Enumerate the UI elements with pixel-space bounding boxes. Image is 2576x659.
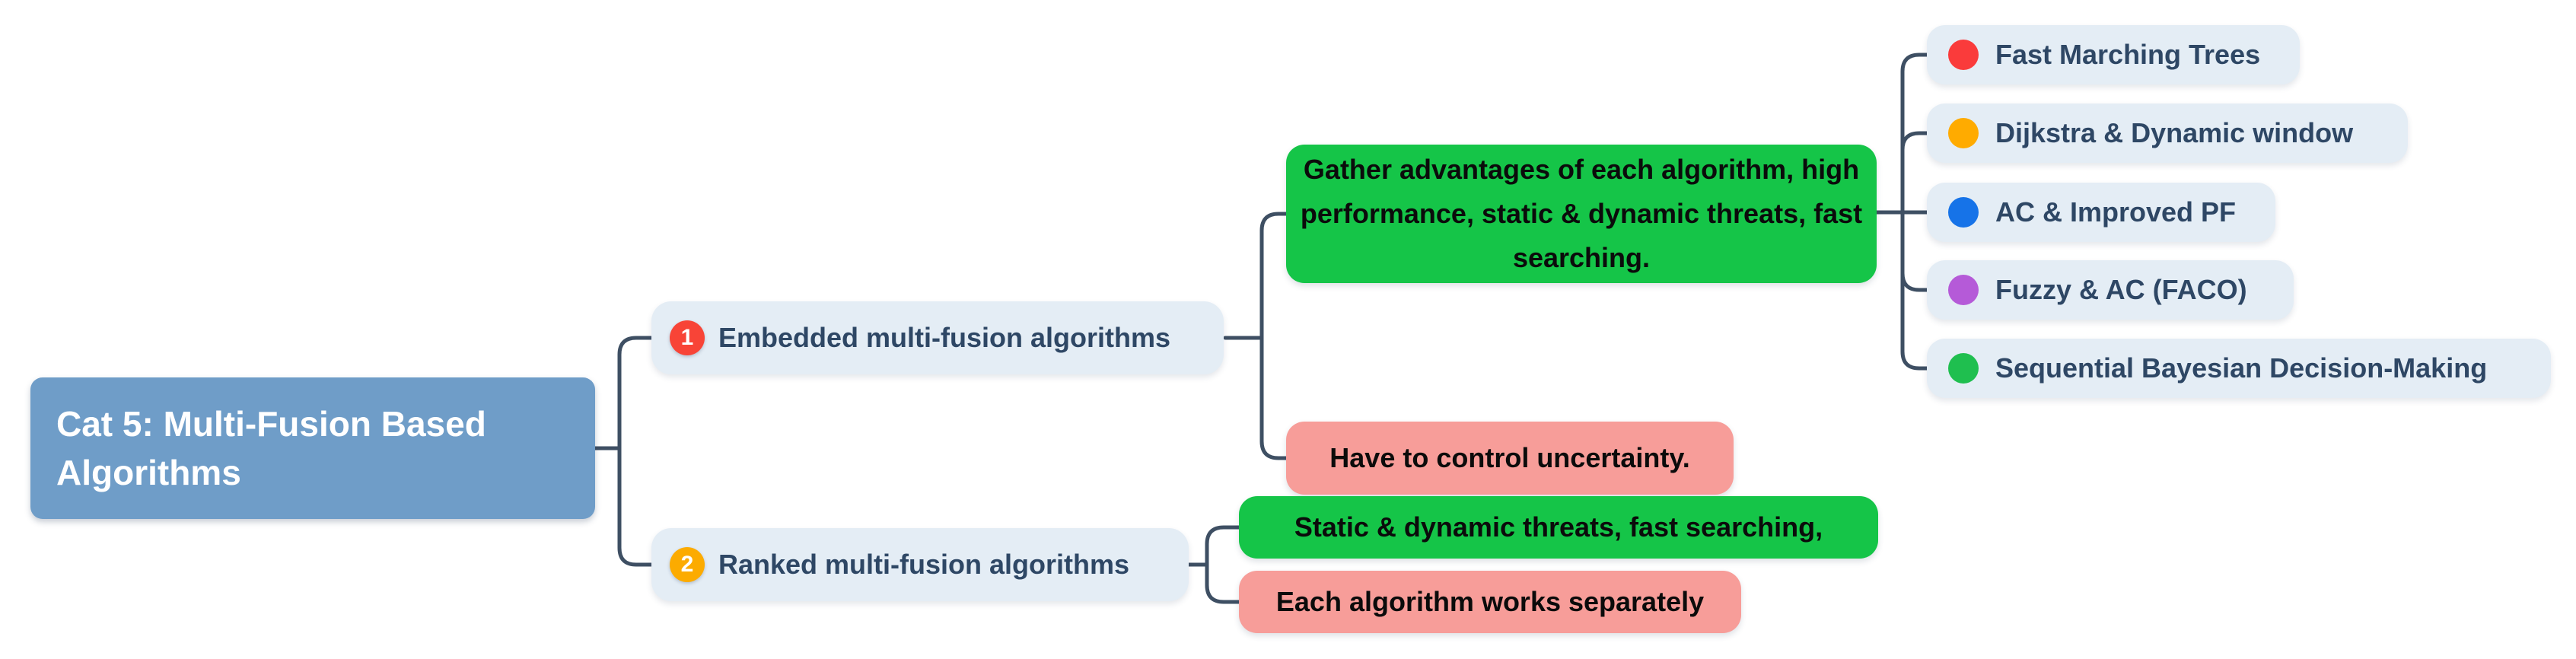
link-green1-leaf2: [1900, 131, 1931, 215]
link-green1-leaf1: [1900, 53, 1931, 215]
branch-label: Ranked multi-fusion algorithms: [718, 549, 1130, 580]
note-embedded-advantages[interactable]: Gather advantages of each algorithm, hig…: [1286, 145, 1877, 283]
leaf-dijkstra-dynamic-window[interactable]: Dijkstra & Dynamic window: [1927, 103, 2408, 163]
leaf-label: Sequential Bayesian Decision-Making: [1995, 352, 2488, 384]
note-embedded-drawback[interactable]: Have to control uncertainty.: [1286, 422, 1734, 495]
branch-label: Embedded multi-fusion algorithms: [718, 322, 1171, 353]
leaf-fuzzy-ac-faco[interactable]: Fuzzy & AC (FACO): [1927, 260, 2294, 320]
priority-1-badge-icon: 1: [670, 320, 705, 355]
link-green1-leaf4: [1900, 210, 1931, 292]
blue-dot-icon: [1948, 197, 1979, 228]
note-ranked-drawback[interactable]: Each algorithm works separately: [1239, 571, 1741, 633]
leaf-label: Fast Marching Trees: [1995, 39, 2261, 70]
purple-dot-icon: [1948, 275, 1979, 305]
green-dot-icon: [1948, 353, 1979, 384]
root-node-label: Cat 5: Multi-Fusion Based Algorithms: [56, 404, 486, 492]
link-root-branch1: [617, 336, 654, 450]
note-label: Gather advantages of each algorithm, hig…: [1300, 154, 1863, 273]
link-branch1-pink: [1259, 336, 1290, 460]
priority-2-badge-icon: 2: [670, 547, 705, 582]
note-label: Each algorithm works separately: [1275, 586, 1705, 617]
link-green1-leaf5: [1900, 210, 1931, 371]
orange-dot-icon: [1948, 118, 1979, 148]
root-node[interactable]: Cat 5: Multi-Fusion Based Algorithms: [30, 377, 595, 519]
branch-node-embedded[interactable]: 1 Embedded multi-fusion algorithms: [651, 301, 1224, 374]
note-label: Static & dynamic threats, fast searching…: [1294, 511, 1823, 543]
note-ranked-advantages[interactable]: Static & dynamic threats, fast searching…: [1239, 496, 1878, 559]
red-dot-icon: [1948, 40, 1979, 70]
link-branch2-pink: [1205, 562, 1243, 604]
link-branch1-green: [1259, 212, 1290, 340]
link-branch2-green: [1205, 525, 1243, 567]
leaf-sequential-bayesian[interactable]: Sequential Bayesian Decision-Making: [1927, 339, 2551, 398]
leaf-ac-improved-pf[interactable]: AC & Improved PF: [1927, 183, 2275, 242]
note-label: Have to control uncertainty.: [1329, 442, 1690, 473]
leaf-label: AC & Improved PF: [1995, 196, 2237, 228]
leaf-label: Fuzzy & AC (FACO): [1995, 274, 2247, 305]
leaf-label: Dijkstra & Dynamic window: [1995, 117, 2354, 148]
link-root-branch2: [617, 446, 654, 567]
branch-node-ranked[interactable]: 2 Ranked multi-fusion algorithms: [651, 528, 1189, 601]
leaf-fast-marching-trees[interactable]: Fast Marching Trees: [1927, 25, 2300, 84]
